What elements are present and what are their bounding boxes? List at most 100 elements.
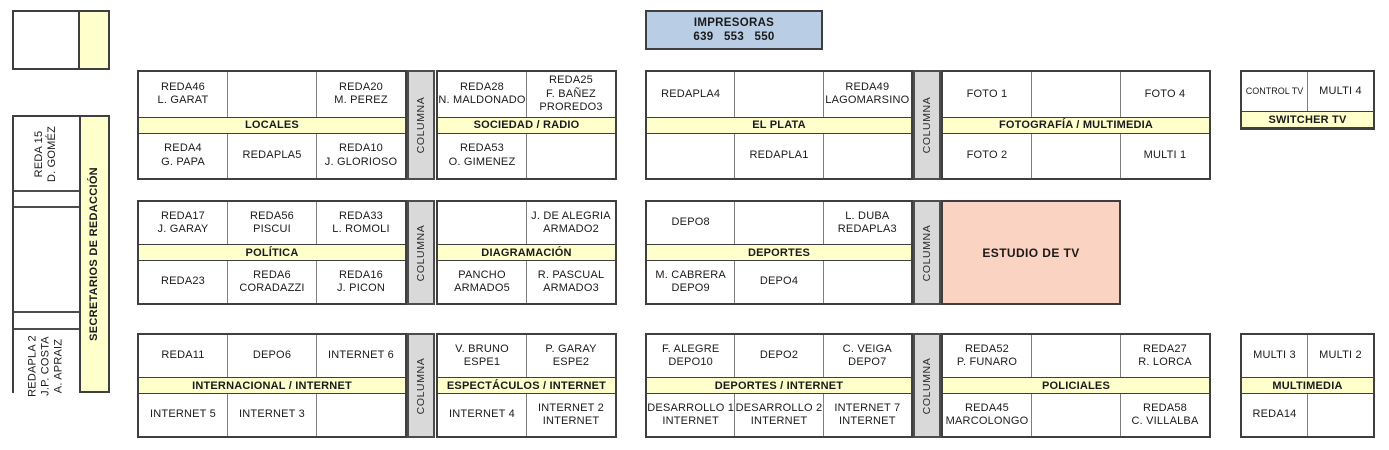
desk-label: REDA46 bbox=[161, 80, 205, 93]
desk-cell: INTERNET 5 bbox=[139, 394, 228, 436]
desk-label: DEPO9 bbox=[671, 282, 710, 294]
zone-deportes-band: DEPORTES bbox=[647, 244, 911, 261]
desk-label: FOTO 1 bbox=[966, 87, 1008, 100]
desk-cell: FOTO 2 bbox=[943, 133, 1032, 178]
desk-label: DEPO10 bbox=[668, 356, 713, 368]
desk-cell bbox=[1032, 394, 1121, 436]
desk-cell bbox=[438, 202, 527, 244]
desk-label: INTERNET bbox=[839, 415, 896, 427]
desk-label: MULTI 3 bbox=[1253, 349, 1296, 362]
desk-cell: MULTI 1 bbox=[1121, 134, 1209, 179]
zone-band-label: DEPORTES bbox=[747, 246, 811, 259]
desk-label: MULTI 2 bbox=[1319, 349, 1362, 362]
desk-label: PISCUI bbox=[253, 223, 291, 235]
desk-label: REDA 15 bbox=[33, 130, 46, 177]
desk-label: M. CABRERA bbox=[655, 268, 726, 281]
columna-label: COLUMNA bbox=[921, 96, 933, 154]
zone-band-label: EL PLATA bbox=[752, 119, 806, 131]
zone-fotografia-multimedia-row: FOTO 2 MULTI 1 bbox=[943, 133, 1209, 179]
corner-box-white bbox=[14, 12, 80, 68]
desk-label: REDA11 bbox=[161, 349, 205, 362]
desk-label: REDA52 bbox=[965, 342, 1009, 355]
desk-label: DEPO2 bbox=[759, 349, 799, 362]
desk-cell bbox=[824, 261, 911, 303]
desk-cell: DEPO4 bbox=[735, 261, 824, 303]
desk-label: J. PICON bbox=[336, 282, 386, 294]
desk-label: MARCOLONGO bbox=[945, 415, 1029, 427]
desk-label: J. DE ALEGRIA bbox=[531, 209, 611, 222]
columna-strip: COLUMNA bbox=[407, 333, 435, 438]
desk-label: D. GOMÉZ bbox=[46, 125, 59, 182]
columna-label: COLUMNA bbox=[415, 224, 427, 281]
zone-sociedad-radio-band: SOCIEDAD / RADIO bbox=[438, 116, 615, 134]
desk-label: V. BRUNO bbox=[455, 342, 509, 355]
desk-label: DEPO4 bbox=[759, 275, 799, 288]
columna-label: COLUMNA bbox=[415, 357, 427, 414]
desk-label: REDA53 bbox=[460, 142, 504, 155]
columna-label: COLUMNA bbox=[415, 96, 427, 154]
desk-label: REDA17 bbox=[161, 209, 205, 222]
desk-label: INTERNET bbox=[750, 415, 808, 427]
zone-el-plata-row: REDAPLA1 bbox=[647, 133, 911, 178]
desk-cell bbox=[1032, 72, 1121, 117]
desk-cell-vertical bbox=[14, 208, 79, 313]
desk-label: REDAPLA4 bbox=[661, 87, 721, 100]
desk-cell bbox=[647, 133, 736, 178]
desk-label: REDA20 bbox=[339, 80, 383, 93]
zone-band-label: DEPORTES / INTERNET bbox=[714, 379, 844, 392]
desk-label: G. PAPA bbox=[161, 155, 205, 168]
zone-multimedia-row: MULTI 3 MULTI 2 bbox=[1242, 335, 1373, 377]
desk-label: INTERNET 6 bbox=[328, 349, 394, 362]
desk-cell bbox=[1308, 394, 1373, 436]
secretarios-strip: SECRETARIOS DE REDACCIÓN bbox=[80, 117, 108, 391]
desk-label: CORADAZZI bbox=[239, 282, 305, 294]
desk-label: J. GARAY bbox=[157, 223, 209, 235]
desk-label: F. BAÑEZ bbox=[546, 87, 596, 100]
columna-strip-inner: COLUMNA bbox=[915, 335, 939, 436]
desk-label: INTERNET 3 bbox=[239, 408, 305, 421]
desk-cell: DEPO6 bbox=[228, 335, 317, 377]
zone-espectaculos-internet-band: ESPECTÁCULOS / INTERNET bbox=[438, 377, 615, 394]
columna-strip-inner: COLUMNA bbox=[915, 72, 939, 178]
desk-label: REDA28 bbox=[460, 80, 504, 93]
zone-band-label: POLICIALES bbox=[1041, 379, 1110, 392]
desk-label: R. LORCA bbox=[1138, 356, 1192, 368]
desk-cell: FOTO 1 bbox=[943, 72, 1032, 117]
desk-cell: INTERNET 3 bbox=[228, 394, 317, 436]
desk-cell bbox=[228, 72, 317, 117]
